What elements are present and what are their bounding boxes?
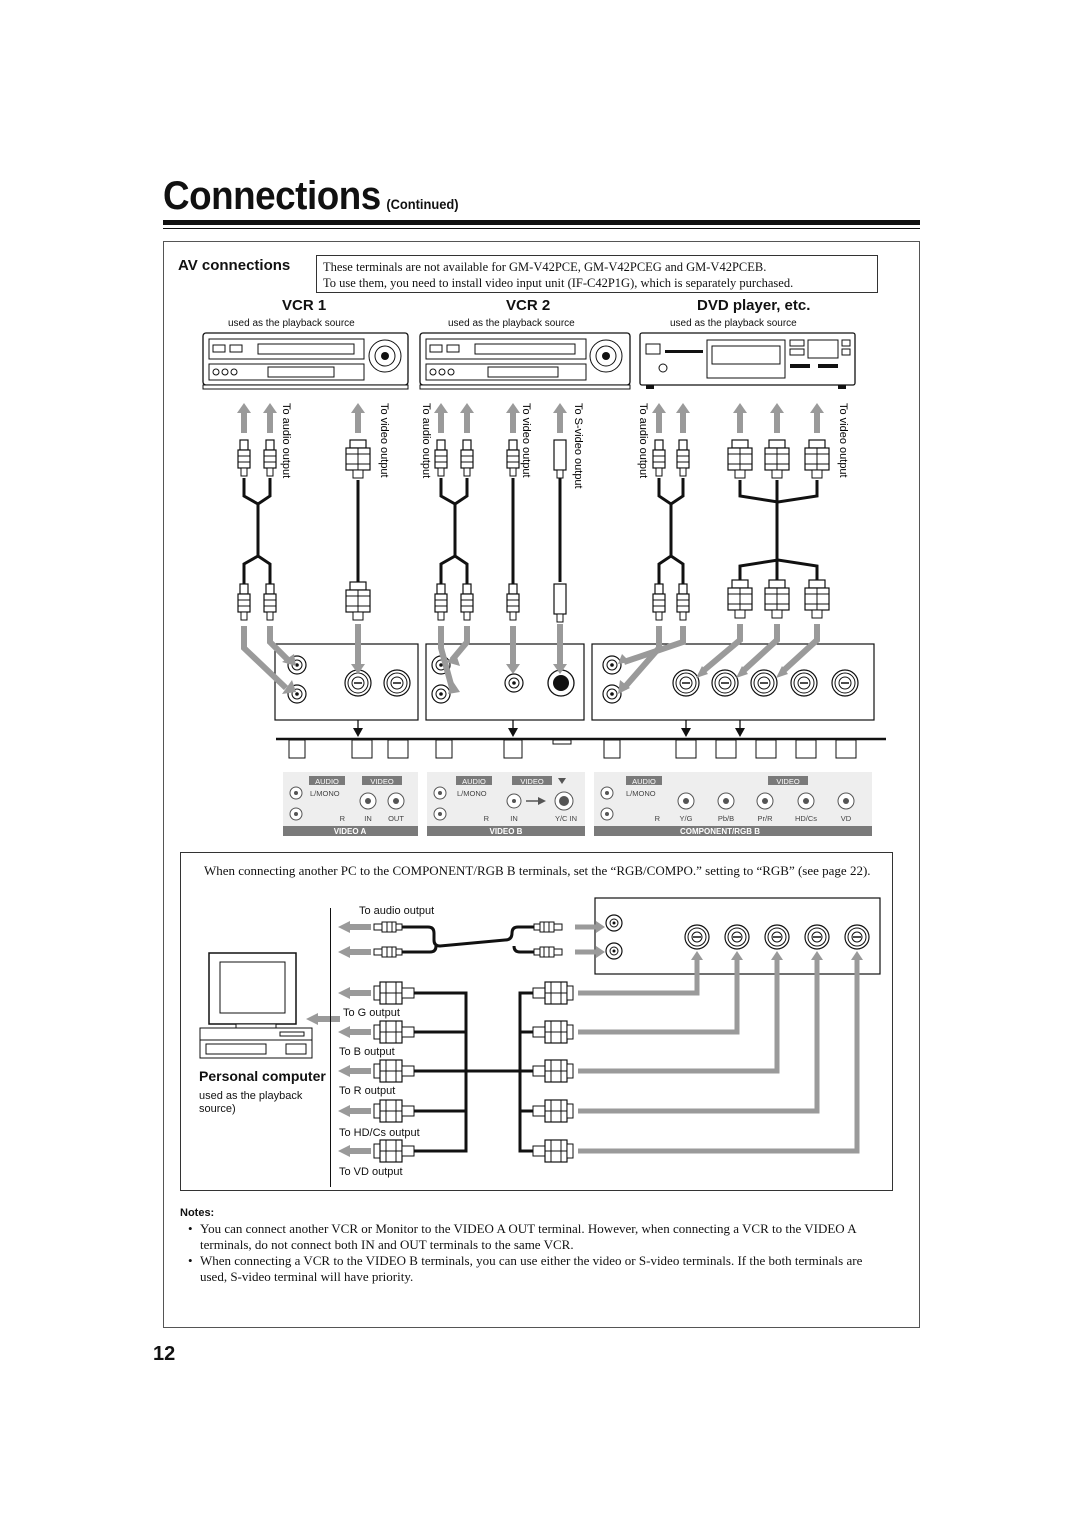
lbl-pbb: Pb/B — [718, 814, 734, 823]
panel-arrows — [241, 624, 820, 691]
vcr2-device — [419, 332, 631, 390]
availability-note: These terminals are not available for GM… — [316, 255, 878, 293]
pc-sub-1: used as the playback — [199, 1090, 303, 1102]
note-item-2: • When connecting a VCR to the VIDEO B t… — [188, 1253, 888, 1285]
device-sub-vcr1: used as the playback source — [228, 318, 355, 329]
section-title: AV connections — [178, 257, 291, 274]
lbl-audio-c: AUDIO — [632, 777, 656, 786]
pc-right-plugs — [532, 921, 574, 1163]
pc-label-r: To R output — [339, 1085, 395, 1097]
lbl-video-a-group: VIDEO A — [334, 827, 367, 836]
lbl-ycin: Y/C IN — [555, 814, 577, 823]
lbl-in-a: IN — [364, 814, 372, 823]
lbl-out-a: OUT — [388, 814, 404, 823]
dvd-audio-label: To audio output — [637, 403, 649, 478]
availability-note-line-1: These terminals are not available for GM… — [323, 260, 767, 274]
vcr2-video-label: To video output — [520, 403, 532, 478]
lbl-lmono-a: L/MONO — [310, 789, 340, 798]
lbl-lmono-b: L/MONO — [457, 789, 487, 798]
pc-arrows — [338, 921, 371, 1157]
lbl-audio-a: AUDIO — [315, 777, 339, 786]
terminal-strip — [276, 737, 886, 759]
pc-icon — [199, 952, 340, 1059]
terminal-label-panel: AUDIO VIDEO AUDIO VIDEO AUDIO VIDEO L/MO… — [283, 772, 872, 836]
lbl-yg: Y/G — [680, 814, 693, 823]
device-title-vcr2: VCR 2 — [506, 297, 551, 314]
device-title-vcr1: VCR 1 — [282, 297, 327, 314]
device-sub-vcr2: used as the playback source — [448, 318, 575, 329]
pc-label-hdcs: To HD/Cs output — [339, 1127, 420, 1139]
lbl-audio-b: AUDIO — [462, 777, 486, 786]
lbl-r-a: R — [340, 814, 346, 823]
lbl-video-a: VIDEO — [370, 777, 394, 786]
device-sub-dvd: used as the playback source — [670, 318, 797, 329]
title-text: Connections — [163, 174, 381, 218]
vcr1-audio-label: To audio output — [280, 403, 292, 478]
pc-cables — [402, 925, 534, 1153]
pc-left-rule — [330, 908, 331, 1187]
pc-sub-2: source) — [199, 1103, 236, 1115]
note-bullet-2: • — [188, 1253, 193, 1268]
pc-return-arrow-heads — [596, 921, 863, 960]
lbl-prr: Pr/R — [758, 814, 774, 823]
pc-connection-box — [180, 852, 893, 1191]
rotated-cable-labels: To audio output To video output To audio… — [280, 403, 849, 489]
availability-note-line-2: To use them, you need to install video i… — [323, 276, 794, 290]
lbl-video-b: VIDEO — [520, 777, 544, 786]
title-rule-thick — [163, 220, 920, 225]
pc-label-audio: To audio output — [359, 905, 434, 917]
content-frame — [163, 241, 920, 1328]
pc-note: When connecting another PC to the COMPON… — [204, 863, 871, 878]
lbl-r-c: R — [655, 814, 661, 823]
lbl-vd: VD — [841, 814, 852, 823]
vcr1-video-label: To video output — [378, 403, 390, 478]
page-title: Connections (Continued) — [163, 172, 459, 228]
cables — [242, 478, 819, 584]
lbl-in-b: IN — [510, 814, 518, 823]
panel-arrow-heads — [282, 654, 788, 694]
lbl-lmono-c: L/MONO — [626, 789, 656, 798]
dvd-device — [639, 332, 856, 389]
vcr2-svideo-label: To S-video output — [572, 403, 584, 489]
title-rule-thin — [163, 228, 920, 229]
pc-label-b: To B output — [339, 1046, 395, 1058]
pc-label-g: To G output — [343, 1007, 400, 1019]
vcr2-audio-label: To audio output — [420, 403, 432, 478]
pc-side-plugs — [373, 921, 415, 1163]
pc-output-labels: To audio output To G output To B output … — [339, 905, 434, 1178]
notes-heading: Notes: — [180, 1207, 215, 1219]
device-title-dvd: DVD player, etc. — [697, 297, 811, 314]
lbl-video-c: VIDEO — [776, 777, 800, 786]
lbl-hdcs: HD/Cs — [795, 814, 817, 823]
down-arrows — [353, 720, 745, 737]
lbl-r-b: R — [484, 814, 490, 823]
note-text-2: When connecting a VCR to the VIDEO B ter… — [200, 1253, 863, 1284]
pc-return-arrows — [575, 924, 860, 1154]
note-item-1: • You can connect another VCR or Monitor… — [188, 1221, 888, 1253]
note-text-1: You can connect another VCR or Monitor t… — [200, 1221, 856, 1252]
title-continued: (Continued) — [386, 196, 459, 212]
vcr1-device — [202, 332, 409, 390]
page-number: 12 — [153, 1343, 176, 1365]
top-plugs — [237, 439, 830, 479]
pc-title: Personal computer — [199, 1068, 326, 1084]
note-bullet-1: • — [188, 1221, 193, 1236]
bottom-plugs — [237, 579, 830, 623]
lbl-component-group: COMPONENT/RGB B — [680, 827, 760, 836]
dvd-video-label: To video output — [837, 403, 849, 478]
pc-label-vd: To VD output — [339, 1166, 403, 1178]
lbl-video-b-group: VIDEO B — [490, 827, 523, 836]
